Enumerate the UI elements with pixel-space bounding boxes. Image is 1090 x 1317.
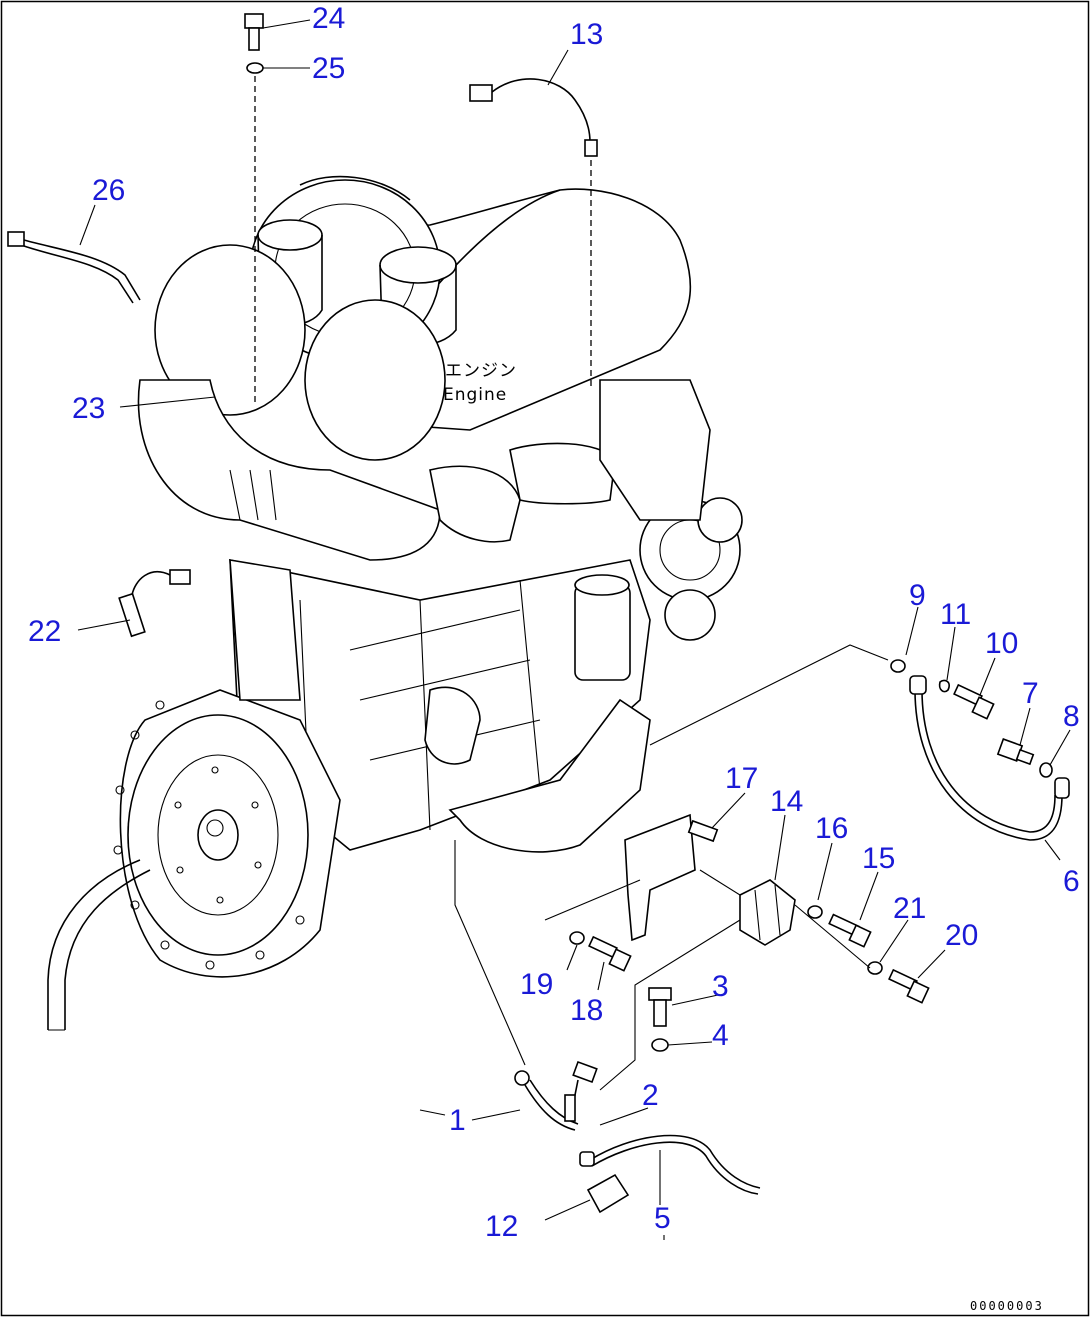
callout-21: 21	[893, 892, 926, 925]
bolt-10	[953, 683, 995, 720]
cable-5	[579, 1134, 761, 1195]
callout-17: 17	[725, 762, 758, 795]
callout-20: 20	[945, 919, 978, 952]
callout-7: 7	[1022, 677, 1039, 710]
callout-25: 25	[312, 52, 345, 85]
ground-cable-6	[909, 675, 1070, 841]
washer-8	[1039, 762, 1053, 778]
callout-26: 26	[92, 174, 125, 207]
bolt-18	[588, 935, 632, 972]
bolt-15	[828, 913, 872, 948]
callout-18: 18	[570, 994, 603, 1027]
sensor-harness-26	[7, 231, 141, 304]
callout-8: 8	[1063, 700, 1080, 733]
callout-16: 16	[815, 812, 848, 845]
bracket-17	[624, 813, 719, 942]
cable-2	[564, 1060, 598, 1122]
connector-lines	[419, 644, 889, 1240]
callout-23: 23	[72, 392, 105, 425]
callout-10: 10	[985, 627, 1018, 660]
callout-15: 15	[862, 842, 895, 875]
callout-22: 22	[28, 615, 61, 648]
washer-21	[867, 961, 883, 975]
callout-2: 2	[642, 1079, 659, 1112]
sensor-22	[118, 569, 191, 638]
washer-4	[651, 1038, 669, 1052]
engine-label-jp: エンジン	[445, 361, 517, 381]
bolt-20	[888, 968, 930, 1004]
bolt-3	[648, 987, 672, 1027]
callout-11: 11	[940, 598, 971, 631]
callout-12: 12	[485, 1210, 518, 1243]
engine-label-en: Engine	[443, 385, 507, 405]
callout-19: 19	[520, 968, 553, 1001]
washer-19	[569, 931, 585, 945]
cap-12	[586, 1173, 630, 1214]
leader-lines	[77, 19, 1071, 1221]
washer-9	[890, 659, 906, 673]
callout-4: 4	[712, 1019, 729, 1052]
callout-1: 1	[449, 1104, 466, 1137]
callout-labels: 24 25 13 26 23 22 9 11 10 7 8 6 17 14 16…	[28, 2, 1080, 1243]
callout-14: 14	[770, 785, 803, 818]
washer-25	[246, 62, 264, 74]
callout-9: 9	[909, 579, 926, 612]
callout-24: 24	[312, 2, 345, 35]
relay-14	[739, 879, 796, 946]
callout-3: 3	[712, 970, 729, 1003]
drawing-code: 00000003	[970, 1299, 1044, 1313]
callout-6: 6	[1063, 865, 1080, 898]
callout-5: 5	[654, 1202, 671, 1235]
lock-washer-11	[938, 679, 950, 693]
sensor-harness-13	[469, 78, 598, 157]
cable-1	[514, 1070, 579, 1131]
engine-illustration: エンジン Engine	[47, 175, 743, 1031]
washer-16	[807, 905, 823, 919]
callout-13: 13	[570, 18, 603, 51]
nut-7	[996, 738, 1035, 766]
bolt-24	[244, 13, 264, 51]
